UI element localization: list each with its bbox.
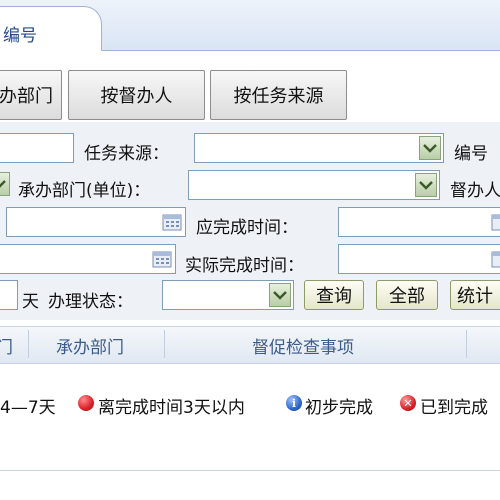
legend-label-preliminary-done: 初步完成 [305,398,373,418]
all-button[interactable]: 全部 [376,280,438,310]
calendar-icon[interactable] [152,250,172,268]
chevron-down-icon[interactable] [0,172,10,196]
subtab-by-department[interactable]: 办部门 [0,70,62,120]
query-button[interactable]: 查询 [304,280,364,310]
column-separator [28,330,29,358]
column-separator [466,330,467,358]
actual-date-start-input[interactable] [0,244,176,274]
info-icon: i [286,395,302,411]
stats-button[interactable]: 统计 [450,280,500,310]
legend-label-within-3-days: 离完成时间3天以内 [98,398,245,418]
days-unit-label: 天 [22,292,39,312]
actual-date-end-input[interactable] [338,244,500,274]
status-select[interactable] [162,280,294,310]
column-header-supervision-item[interactable]: 督促检查事项 [252,338,354,358]
supervisor-label: 督办人 [450,181,500,201]
actual-time-label: 实际完成时间： [185,256,304,276]
red-dot-icon [78,395,94,411]
subtab-by-task-source[interactable]: 按任务来源 [210,70,347,120]
content-divider [0,470,500,471]
bottom-area [0,480,500,500]
keyword-input[interactable] [0,133,74,163]
due-date-start-input[interactable] [6,207,186,237]
due-time-label: 应完成时间： [196,218,298,238]
chevron-down-icon[interactable] [415,173,437,197]
column-header-dept-fragment[interactable]: 门 [0,338,13,358]
chevron-down-icon[interactable] [269,283,291,307]
subtab-label: 按督办人 [100,86,173,107]
status-label: 办理状态： [48,292,133,312]
column-separator [164,330,165,358]
task-source-select[interactable] [194,133,444,163]
task-source-label: 任务来源： [84,144,169,164]
calendar-icon[interactable] [491,213,500,231]
calendar-icon[interactable] [162,213,182,231]
tab-number-label: 编号 [3,26,37,46]
department-select[interactable] [188,170,440,200]
chevron-down-icon[interactable] [419,136,441,160]
legend-label-reached-completion: 已到完成 [420,398,488,418]
subtab-by-supervisor[interactable]: 按督办人 [68,70,205,120]
x-icon: ✕ [400,395,416,411]
subtab-label: 按任务来源 [233,86,324,107]
calendar-icon[interactable] [491,250,500,268]
column-header-department[interactable]: 承办部门 [56,338,124,358]
days-input[interactable] [0,280,18,310]
prev-select-fragment[interactable] [0,170,12,200]
department-label: 承办部门(单位)： [18,181,151,201]
legend-label-4-7-days: 4—7天 [0,398,56,418]
due-date-end-input[interactable] [338,207,500,237]
subtab-label: 办部门 [0,86,53,107]
table-header [0,326,500,364]
number-label: 编号 [454,144,488,164]
tab-number[interactable]: 编号 [0,6,102,51]
